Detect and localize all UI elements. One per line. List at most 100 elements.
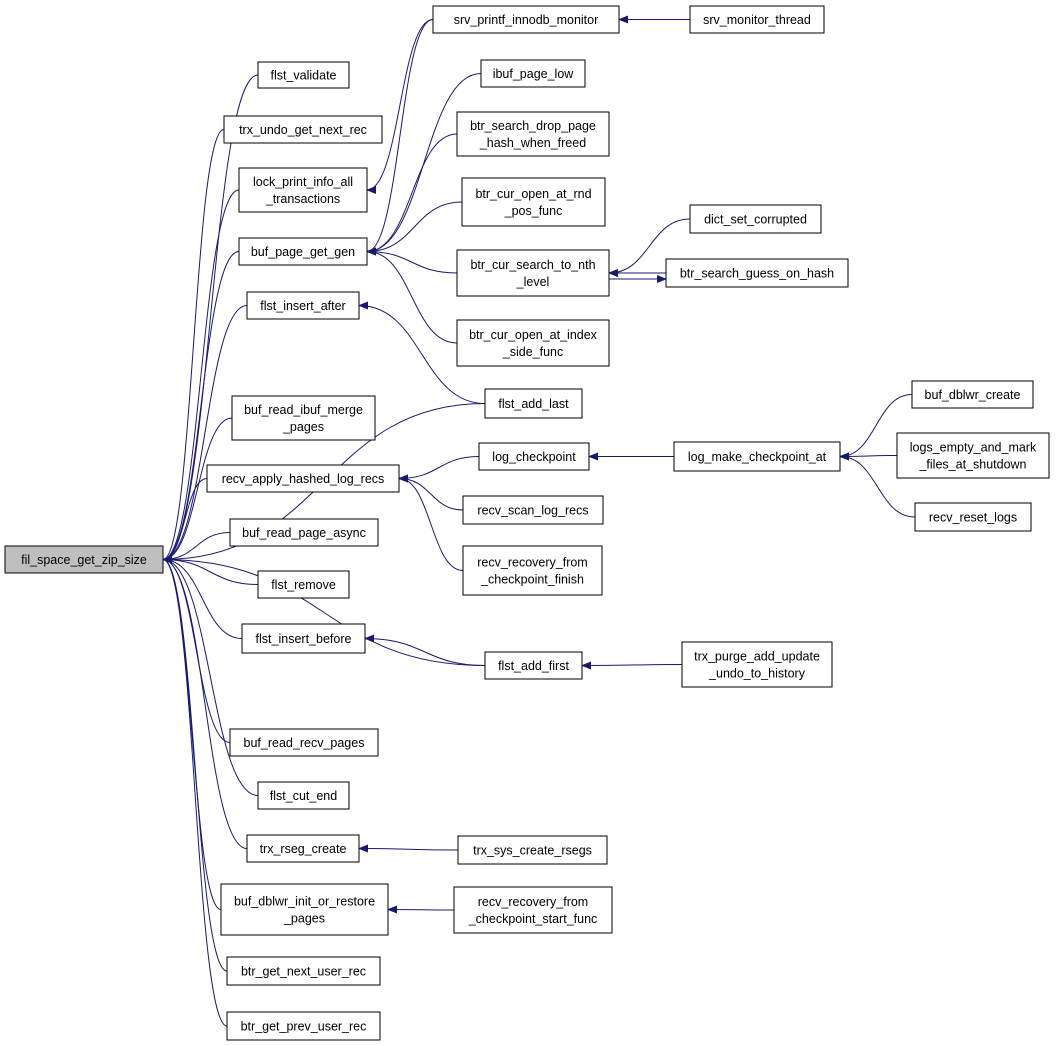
node-label: buf_page_get_gen: [251, 245, 355, 259]
node-label: srv_printf_innodb_monitor: [454, 13, 599, 27]
node-flst_validate[interactable]: flst_validate: [257, 61, 350, 89]
edge-flst_remove-to-root: [162, 555, 259, 585]
node-buf_read_page_async[interactable]: buf_read_page_async: [229, 518, 379, 547]
node-label: _hash_when_freed: [479, 136, 586, 150]
node-buf_page_get_gen[interactable]: buf_page_get_gen: [238, 237, 368, 266]
node-recv_scan[interactable]: recv_scan_log_recs: [462, 495, 604, 525]
node-label: _pos_func: [504, 204, 563, 218]
node-buf_read_recv_pages[interactable]: buf_read_recv_pages: [229, 728, 379, 757]
node-box: [257, 781, 350, 810]
edge-path: [398, 456, 480, 483]
node-flst_insert_after[interactable]: flst_insert_after: [246, 291, 360, 320]
node-label: trx_sys_create_rsegs: [473, 844, 592, 858]
node-label: buf_read_ibuf_merge: [244, 403, 363, 417]
node-btr_search_guess[interactable]: btr_search_guess_on_hash: [665, 258, 849, 288]
edge-recv_scan-to-recv_apply: [398, 474, 464, 511]
node-box: [484, 651, 583, 680]
node-srv_printf[interactable]: srv_printf_innodb_monitor: [432, 5, 620, 34]
node-flst_add_first[interactable]: flst_add_first: [484, 651, 583, 680]
edge-trx_rseg_create-to-root: [162, 555, 248, 849]
node-label: flst_validate: [270, 69, 336, 83]
node-box: [689, 5, 825, 34]
node-root[interactable]: fil_space_get_zip_size: [4, 545, 164, 574]
edge-recv_recovery_start-to-buf_dblwr_init: [387, 905, 455, 914]
edge-path: [162, 555, 228, 1027]
node-btr_cur_search[interactable]: btr_cur_search_to_nth_level: [456, 249, 610, 297]
node-label: buf_read_recv_pages: [244, 736, 365, 750]
node-label: btr_cur_open_at_index: [469, 328, 598, 342]
node-srv_monitor_thread[interactable]: srv_monitor_thread: [689, 5, 825, 34]
edge-path: [366, 19, 434, 256]
node-label: lock_print_info_all: [253, 175, 353, 189]
node-box: [4, 545, 164, 574]
node-box: [689, 204, 822, 234]
edge-path: [358, 301, 486, 404]
node-box: [238, 237, 368, 266]
edge-btr_cur_search-to-buf_page_get_gen: [366, 247, 458, 274]
edge-path: [162, 189, 240, 564]
edge-btr_search_drop-to-buf_page_get_gen: [366, 133, 458, 256]
node-ibuf_page_low[interactable]: ibuf_page_low: [480, 59, 586, 88]
node-recv_apply[interactable]: recv_apply_hashed_log_recs: [206, 464, 400, 493]
node-trx_rseg_create[interactable]: trx_rseg_create: [246, 834, 360, 863]
node-trx_undo_get_next_rec[interactable]: trx_undo_get_next_rec: [223, 115, 383, 144]
node-label: buf_read_page_async: [242, 526, 366, 540]
node-flst_cut_end[interactable]: flst_cut_end: [257, 781, 350, 810]
node-buf_dblwr_create[interactable]: buf_dblwr_create: [911, 380, 1034, 409]
edge-recv_reset_logs-to-log_make_checkpoint: [839, 452, 916, 518]
node-label: log_checkpoint: [492, 450, 576, 464]
node-box: [484, 388, 583, 419]
node-btr_get_next[interactable]: btr_get_next_user_rec: [226, 956, 381, 986]
edge-flst_add_first-to-flst_insert_before: [364, 634, 486, 666]
edge-lock_print-to-root: [162, 189, 240, 564]
node-btr_get_prev[interactable]: btr_get_prev_user_rec: [226, 1011, 381, 1041]
node-label: fil_space_get_zip_size: [21, 553, 147, 567]
node-btr_cur_open_rnd[interactable]: btr_cur_open_at_rnd_pos_func: [461, 177, 606, 227]
edge-flst_cut_end-to-root: [162, 555, 259, 796]
edge-log_checkpoint-to-recv_apply: [398, 456, 480, 483]
node-label: _side_func: [502, 345, 563, 359]
node-btr_search_drop[interactable]: btr_search_drop_page _hash_when_freed: [456, 111, 610, 157]
node-label: btr_search_drop_page: [470, 119, 596, 133]
node-box: [896, 432, 1050, 479]
node-label: srv_monitor_thread: [703, 13, 811, 27]
edge-path: [364, 634, 486, 666]
node-box: [673, 441, 841, 472]
node-lock_print[interactable]: lock_print_info_all_transactions: [238, 167, 368, 213]
node-label: _level: [516, 275, 550, 289]
node-log_make_checkpoint[interactable]: log_make_checkpoint_at: [673, 441, 841, 472]
node-dict_set_corrupted[interactable]: dict_set_corrupted: [689, 204, 822, 234]
node-recv_reset_logs[interactable]: recv_reset_logs: [914, 502, 1032, 532]
node-logs_empty[interactable]: logs_empty_and_mark_files_at_shutdown: [896, 432, 1050, 479]
edge-recv_recovery_finish-to-recv_apply: [398, 474, 464, 571]
node-flst_remove[interactable]: flst_remove: [257, 570, 350, 599]
edge-path: [366, 201, 463, 256]
node-buf_dblwr_init[interactable]: buf_dblwr_init_or_restore_pages: [220, 883, 389, 936]
edge-path: [162, 555, 228, 972]
node-label: ibuf_page_low: [493, 67, 575, 81]
node-box: [229, 728, 379, 757]
node-flst_insert_before[interactable]: flst_insert_before: [241, 623, 366, 654]
node-log_checkpoint[interactable]: log_checkpoint: [478, 442, 590, 471]
node-trx_sys_create_rsegs[interactable]: trx_sys_create_rsegs: [457, 835, 608, 865]
node-box: [478, 442, 590, 471]
edge-path: [162, 305, 248, 564]
node-trx_purge_add[interactable]: trx_purge_add_update_undo_to_history: [681, 641, 833, 688]
node-label: btr_search_guess_on_hash: [680, 267, 834, 281]
node-label: recv_reset_logs: [929, 511, 1017, 525]
node-recv_recovery_start[interactable]: recv_recovery_from_checkpoint_start_func: [453, 886, 613, 934]
node-label: flst_add_last: [498, 397, 569, 411]
node-box: [238, 167, 368, 213]
node-btr_cur_open_index[interactable]: btr_cur_open_at_index _side_func: [456, 319, 610, 367]
node-label: _checkpoint_finish: [480, 573, 584, 587]
edge-path: [162, 555, 486, 666]
edge-path: [162, 555, 259, 796]
node-box: [257, 61, 350, 89]
node-label: trx_rseg_create: [260, 842, 347, 856]
node-flst_add_last[interactable]: flst_add_last: [484, 388, 583, 419]
node-buf_read_ibuf[interactable]: buf_read_ibuf_merge _pages: [231, 395, 376, 441]
node-label: _pages: [282, 420, 324, 434]
node-recv_recovery_finish[interactable]: recv_recovery_from_checkpoint_finish: [462, 545, 603, 596]
edge-path: [162, 129, 225, 564]
